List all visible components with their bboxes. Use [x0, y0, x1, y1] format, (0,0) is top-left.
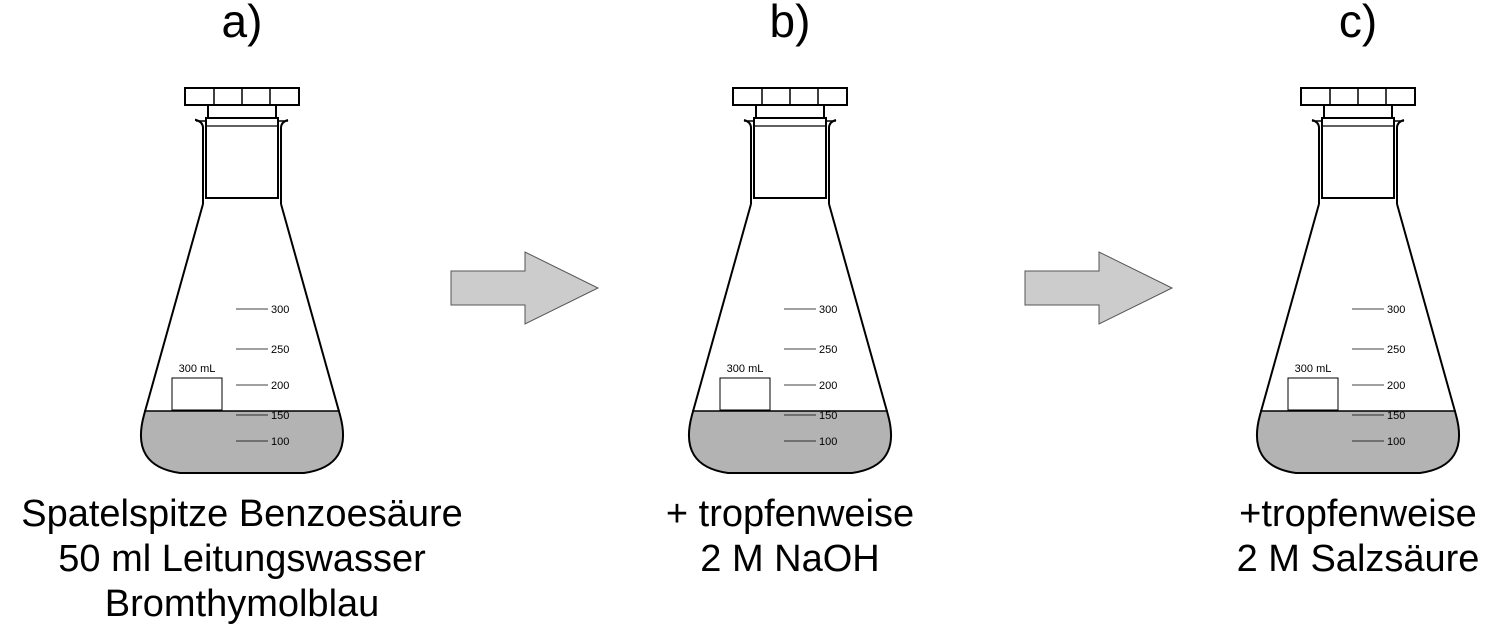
svg-text:100: 100: [1387, 436, 1405, 448]
volume-label-a: 300 mL: [179, 363, 216, 375]
flask-a: 300 250 200 150 100 300 mL: [139, 87, 345, 474]
svg-text:300: 300: [1387, 304, 1405, 316]
svg-text:300: 300: [819, 304, 837, 316]
liquid-b: [688, 411, 892, 473]
flask-b: 300 250 200 150 100 300 mL: [687, 87, 893, 474]
svg-text:100: 100: [271, 436, 289, 448]
stopper-a: [205, 117, 279, 199]
step-b-label: b): [770, 0, 811, 47]
caption-a: Spatelspitze Benzoesäure 50 ml Leitungsw…: [21, 493, 463, 625]
step-c-label: c): [1339, 0, 1377, 47]
svg-text:250: 250: [271, 344, 289, 356]
flask-body-a: [139, 203, 345, 474]
liquid-c: [1256, 411, 1460, 473]
caption-b: + tropfenweise 2 M NaOH: [666, 493, 914, 580]
label-box-a: [171, 377, 223, 411]
stopper-b: [753, 117, 827, 199]
stopper-c: [1321, 117, 1395, 199]
scale-a: 300 250 200 150 100: [236, 304, 289, 448]
liquid-a: [140, 411, 344, 473]
step-b: b) 300 250 200 150: [666, 0, 914, 580]
svg-text:250: 250: [819, 344, 837, 356]
flask-body-c: [1255, 203, 1461, 474]
svg-text:150: 150: [271, 410, 289, 422]
svg-text:+ tropfenweise: + tropfenweise: [666, 493, 914, 535]
volume-label-c: 300 mL: [1295, 363, 1332, 375]
svg-text:150: 150: [819, 410, 837, 422]
label-box-b: [719, 377, 771, 411]
svg-text:2 M NaOH: 2 M NaOH: [700, 538, 879, 580]
svg-text:250: 250: [1387, 344, 1405, 356]
step-c: c) 300 250 200 150: [1237, 0, 1480, 580]
svg-text:200: 200: [819, 380, 837, 392]
svg-text:200: 200: [271, 380, 289, 392]
arrow-a-to-b: [450, 251, 600, 325]
svg-text:Bromthymolblau: Bromthymolblau: [105, 583, 380, 625]
svg-text:2 M Salzsäure: 2 M Salzsäure: [1237, 538, 1480, 580]
flask-c: 300 250 200 150 100 300 mL: [1255, 87, 1461, 474]
arrow-b-to-c: [1024, 251, 1174, 325]
svg-text:150: 150: [1387, 410, 1405, 422]
caption-c: +tropfenweise 2 M Salzsäure: [1237, 493, 1480, 580]
svg-text:200: 200: [1387, 380, 1405, 392]
svg-text:Spatelspitze Benzoesäure: Spatelspitze Benzoesäure: [21, 493, 463, 535]
svg-text:300: 300: [271, 304, 289, 316]
scale-b: 300 250 200 150 100: [784, 304, 837, 448]
svg-text:+tropfenweise: +tropfenweise: [1239, 493, 1477, 535]
scale-c: 300 250 200 150 100: [1352, 304, 1405, 448]
step-a: a) 300 250: [21, 0, 463, 625]
flask-body-b: [687, 203, 893, 474]
step-a-label: a): [222, 0, 263, 47]
svg-text:50 ml Leitungswasser: 50 ml Leitungswasser: [58, 538, 426, 580]
svg-text:100: 100: [819, 436, 837, 448]
label-box-c: [1287, 377, 1339, 411]
volume-label-b: 300 mL: [727, 363, 764, 375]
